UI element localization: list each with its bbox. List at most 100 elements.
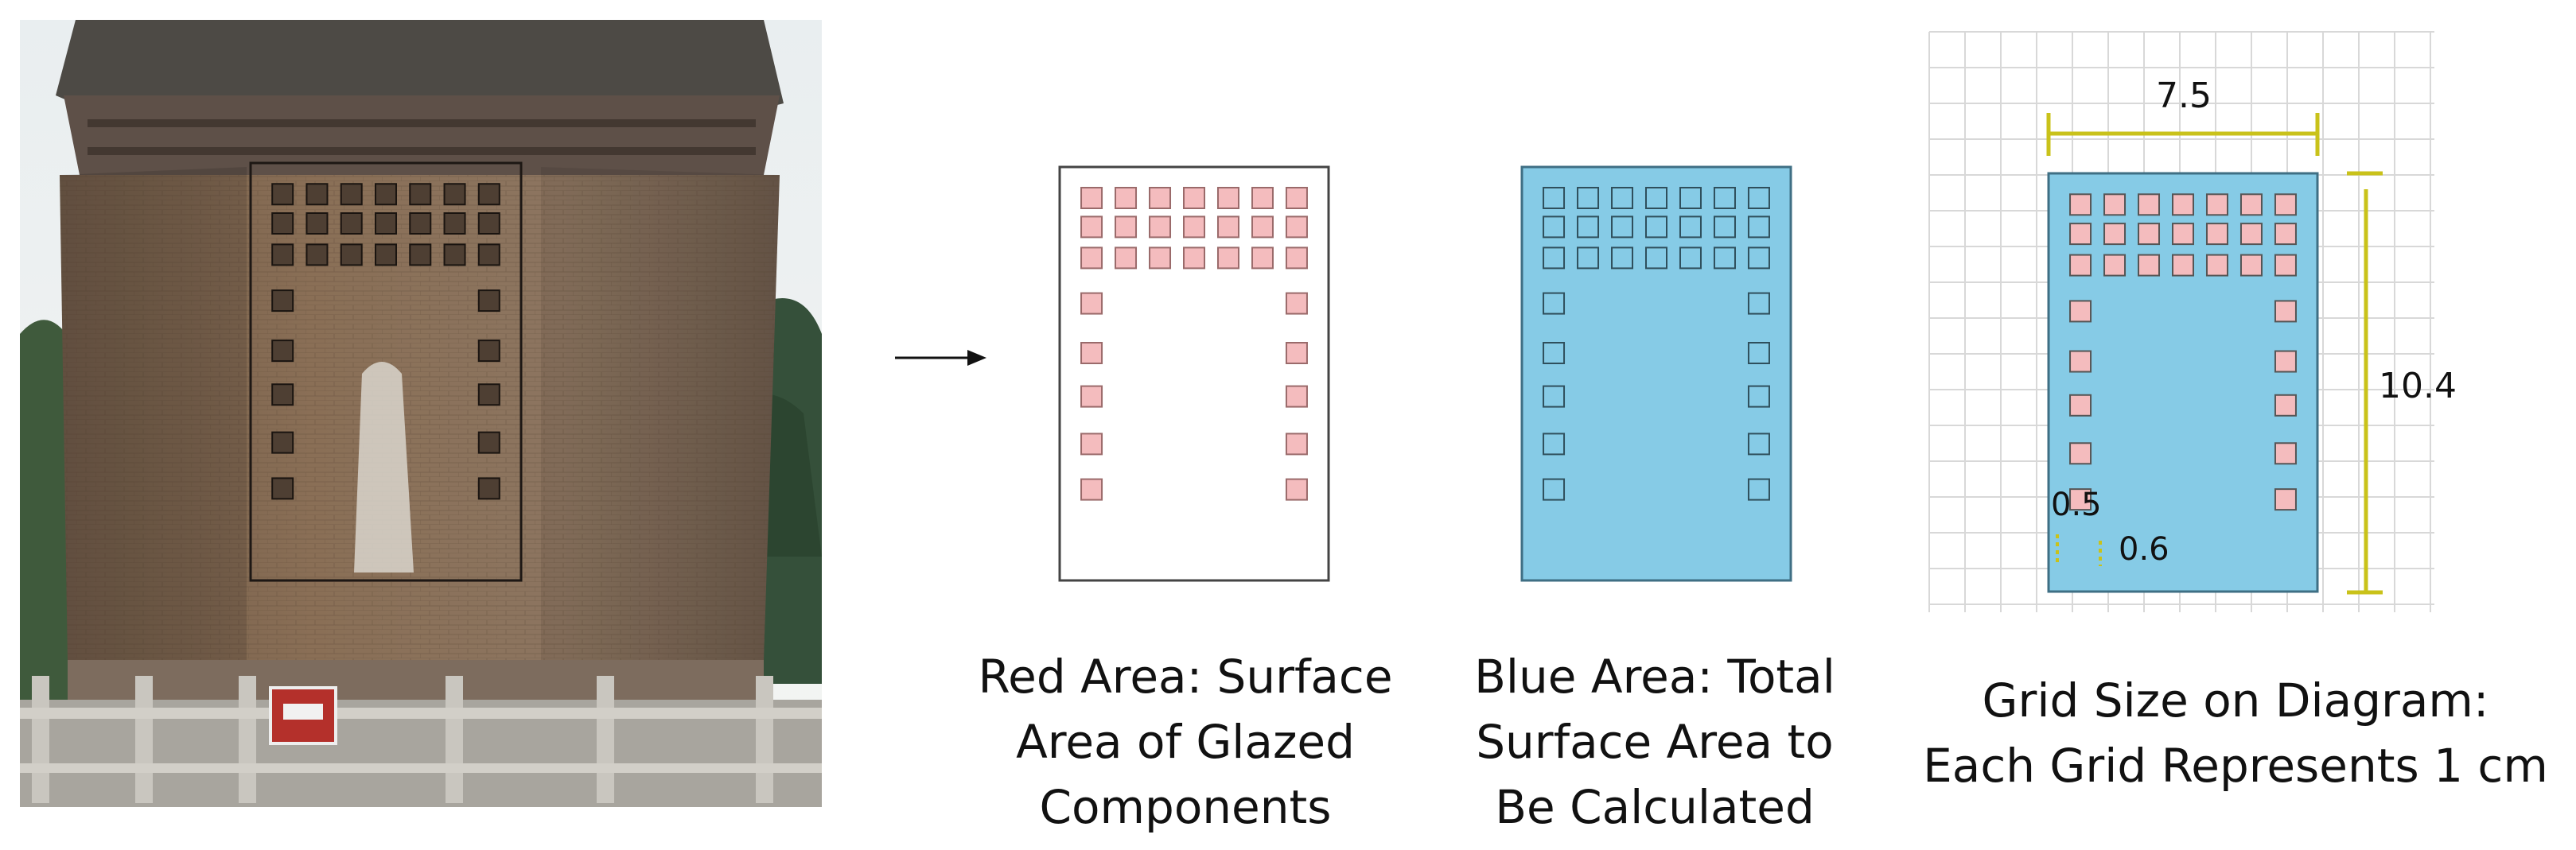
- tile: [1183, 187, 1205, 209]
- tile: [477, 243, 500, 266]
- height-label: 10.4: [2379, 366, 2457, 406]
- tile: [443, 243, 466, 266]
- tile: [443, 212, 466, 235]
- tile: [1080, 187, 1103, 209]
- tile: [1216, 246, 1239, 270]
- tile: [1611, 246, 1634, 270]
- tile: [1285, 246, 1308, 270]
- tile: [1149, 187, 1172, 209]
- tile: [1080, 292, 1103, 315]
- tile: [271, 477, 294, 500]
- tile: [1543, 342, 1566, 364]
- tile: [1713, 215, 1736, 239]
- tile: [1183, 246, 1205, 270]
- tile: [375, 243, 397, 266]
- tile: [1543, 292, 1566, 315]
- tile: [1543, 385, 1566, 408]
- tile: [1747, 478, 1770, 501]
- tile: [477, 477, 500, 500]
- tile: [2103, 193, 2127, 216]
- tile: [1713, 246, 1736, 270]
- tile: [2274, 488, 2297, 511]
- tile: [443, 183, 466, 206]
- tile: [2274, 350, 2297, 373]
- tile: [2103, 254, 2127, 277]
- tile: [305, 212, 329, 235]
- tile: [271, 212, 294, 235]
- tile: [375, 183, 397, 206]
- tile: [2069, 394, 2092, 417]
- tile: [2239, 223, 2263, 246]
- tile: [1747, 246, 1770, 270]
- tile: [1713, 187, 1736, 209]
- tile: [1543, 246, 1566, 270]
- tile: [1679, 246, 1702, 270]
- blue-area-caption: Blue Area: Total Surface Area to Be Calc…: [1432, 644, 1878, 840]
- tile: [340, 212, 363, 235]
- tile: [1543, 215, 1566, 239]
- caption-line: Be Calculated: [1495, 780, 1815, 834]
- tile: [1543, 478, 1566, 501]
- tile: [2274, 442, 2297, 465]
- grid-size-caption: Grid Size on Diagram: Each Grid Represen…: [1901, 668, 2570, 798]
- tile: [1149, 215, 1172, 239]
- tile: [1115, 215, 1138, 239]
- tile: [1285, 342, 1308, 364]
- tile: [409, 243, 432, 266]
- tile: [1251, 246, 1274, 270]
- tile: [1149, 246, 1172, 270]
- tile: [2274, 223, 2297, 246]
- tile: [1115, 187, 1138, 209]
- tile: [1285, 215, 1308, 239]
- tile: [1216, 187, 1239, 209]
- tile: [477, 431, 500, 454]
- tile: [2205, 223, 2228, 246]
- tile: [1645, 187, 1667, 209]
- tile: [1577, 187, 1600, 209]
- tile: [1543, 433, 1566, 456]
- width-label: 7.5: [2156, 76, 2212, 116]
- tile: [1115, 246, 1138, 270]
- tile: [1285, 187, 1308, 209]
- tile: [271, 383, 294, 406]
- tile: [271, 243, 294, 266]
- tile: [2274, 193, 2297, 216]
- tile: [2172, 254, 2194, 277]
- tile: [1679, 187, 1702, 209]
- tile: [1577, 215, 1600, 239]
- tile: [477, 183, 500, 206]
- caption-line: Area of Glazed: [1016, 715, 1355, 769]
- tile: [305, 183, 329, 206]
- tile: [477, 289, 500, 312]
- tile: [2138, 193, 2161, 216]
- tile: [1747, 292, 1770, 315]
- tile: [1216, 215, 1239, 239]
- tile: [2274, 254, 2297, 277]
- tile: [1645, 246, 1667, 270]
- tile: [1080, 478, 1103, 501]
- tile: [477, 340, 500, 363]
- tile: [1577, 246, 1600, 270]
- tile: [2069, 223, 2092, 246]
- tile: [1747, 187, 1770, 209]
- caption-line: Grid Size on Diagram:: [1982, 673, 2489, 728]
- tile-size-label: 0.6: [2119, 531, 2169, 568]
- tile: [2205, 254, 2228, 277]
- tile: [2069, 193, 2092, 216]
- tile: [340, 243, 363, 266]
- tile: [2069, 442, 2092, 465]
- tile: [477, 383, 500, 406]
- tile: [375, 212, 397, 235]
- tile: [1183, 215, 1205, 239]
- tile: [1080, 246, 1103, 270]
- tile: [1080, 215, 1103, 239]
- tile: [305, 243, 329, 266]
- tile: [2069, 254, 2092, 277]
- tile: [1747, 433, 1770, 456]
- tile: [1611, 215, 1634, 239]
- tile: [2138, 254, 2161, 277]
